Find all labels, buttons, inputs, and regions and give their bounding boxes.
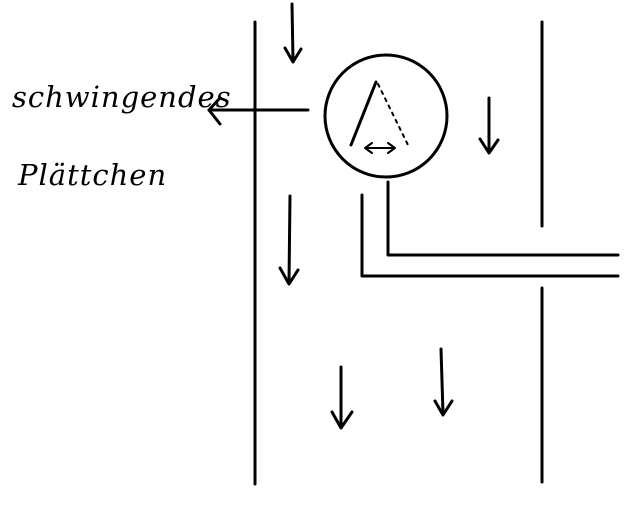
oscillating-plate [349, 80, 378, 147]
double-headed-arrow-icon [364, 142, 396, 154]
down-arrow-icon [478, 96, 500, 155]
down-arrow-icon [330, 365, 354, 430]
outlet-pipe-outer-wall [360, 193, 620, 278]
label-oscillating-plate-line-1: schwingendes [12, 80, 232, 114]
outlet-pipe-inner-wall [386, 180, 620, 257]
down-arrow-icon [433, 347, 454, 417]
sensor-housing-circle [323, 53, 449, 179]
label-oscillating-plate-line-2: Plättchen [18, 158, 168, 192]
down-arrow-icon [278, 194, 300, 286]
down-arrow-icon [283, 2, 303, 64]
left-arrow-icon [207, 96, 310, 126]
plate-deflected-position [377, 83, 409, 146]
